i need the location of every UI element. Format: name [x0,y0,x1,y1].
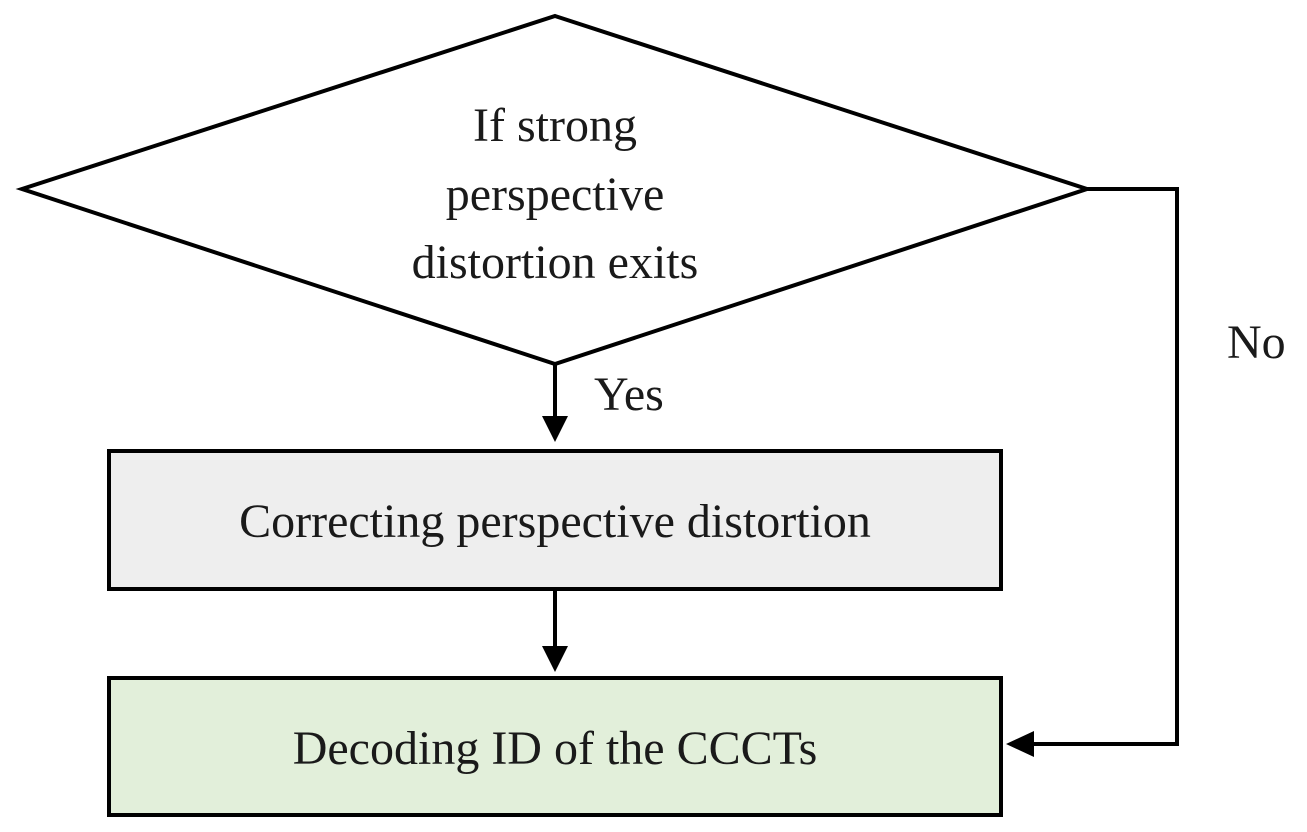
decision-line-3: distortion exits [412,236,699,289]
no-connector [1032,187,1179,746]
decision-line-1: If strong [473,99,637,152]
decode-step-box [107,676,1003,817]
no-arrowhead [1006,731,1034,757]
decision-line-2: perspective [446,168,665,221]
correct-step-label: Correcting perspective distortion [239,495,871,548]
yes-arrowhead [542,416,568,442]
yes-label: Yes [594,368,664,421]
no-label: No [1227,316,1286,369]
decode-step-label: Decoding ID of the CCCTs [293,722,818,775]
correct-step-box [107,449,1003,591]
step-arrowhead [542,646,568,672]
